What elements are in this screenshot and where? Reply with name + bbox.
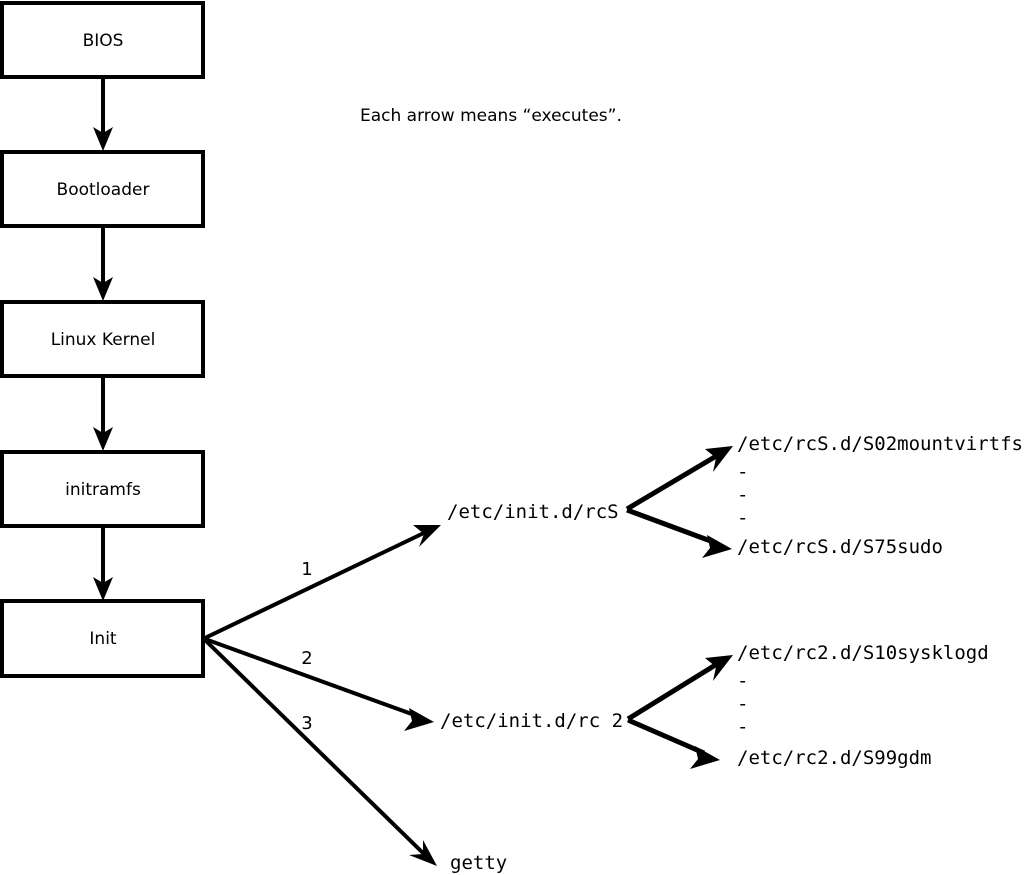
arrow-init-branch-2 (204, 637, 434, 731)
rcs-ellipsis-1: - (737, 461, 748, 483)
arrow-init-branch-1 (204, 525, 441, 640)
rcs-ellipsis-3: - (737, 507, 748, 529)
bootloader-label: Bootloader (57, 180, 150, 200)
rc2-ellipsis-3: - (737, 716, 748, 738)
node-bios[interactable]: BIOS (0, 1, 205, 79)
linux-kernel-label: Linux Kernel (51, 330, 156, 350)
arrow-init-branch-3 (203, 638, 437, 866)
initramfs-box[interactable] (0, 450, 205, 528)
arrow-bootloader-to-kernel (93, 226, 113, 301)
rc2-ellipsis-2: - (737, 693, 748, 715)
init-label: Init (89, 629, 117, 649)
rcs-ellipsis-2: - (737, 484, 748, 506)
arrow-initramfs-to-init (93, 526, 113, 601)
rcs-script-first: /etc/rcS.d/S02mountvirtfs (737, 433, 1023, 455)
rc2-ellipsis-1: - (737, 670, 748, 692)
init-box[interactable] (0, 599, 205, 678)
rc2-script-first: /etc/rc2.d/S10sysklogd (737, 642, 989, 664)
diagram-caption: Each arrow means “executes”. (360, 106, 622, 126)
bios-box[interactable] (0, 1, 205, 79)
arrow-kernel-to-initramfs (93, 376, 113, 451)
branch-number-2: 2 (301, 648, 312, 669)
fork-rc2-to-scripts (626, 655, 733, 769)
branch-target-getty: getty (450, 852, 507, 874)
rc2-script-last: /etc/rc2.d/S99gdm (737, 747, 931, 769)
arrow-bios-to-bootloader (93, 77, 113, 151)
rcs-script-last: /etc/rcS.d/S75sudo (737, 536, 943, 558)
bios-label: BIOS (83, 31, 124, 51)
node-linux-kernel[interactable]: Linux Kernel (0, 300, 205, 378)
node-init[interactable]: Init (0, 599, 205, 678)
initramfs-label: initramfs (65, 480, 141, 500)
branch-target-rcs: /etc/init.d/rcS (447, 501, 619, 523)
fork-rcs-to-scripts (625, 446, 733, 558)
branch-number-1: 1 (301, 559, 312, 580)
branch-target-rc2: /etc/init.d/rc 2 (440, 710, 623, 732)
node-initramfs[interactable]: initramfs (0, 450, 205, 528)
node-bootloader[interactable]: Bootloader (0, 150, 205, 228)
branch-number-3: 3 (301, 713, 312, 734)
